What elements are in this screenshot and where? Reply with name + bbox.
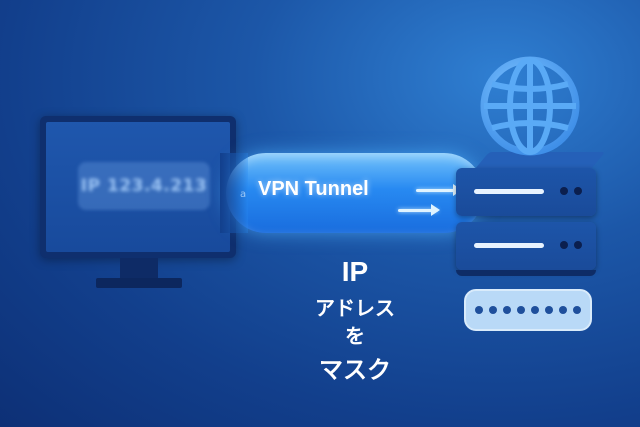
caption-line-4: マスク — [319, 356, 391, 384]
password-dot — [573, 306, 581, 314]
caption-line-3: を — [345, 324, 365, 348]
password-dot — [489, 306, 497, 314]
password-dot — [559, 306, 567, 314]
tunnel-mini-text: a — [240, 189, 247, 200]
vpn-tunnel — [226, 153, 484, 233]
tunnel-entrance — [220, 153, 248, 233]
arrow-right-icon — [398, 204, 440, 216]
password-dot — [517, 306, 525, 314]
server-base — [456, 270, 596, 276]
globe-icon — [480, 56, 580, 156]
arrow-right-icon — [416, 184, 462, 196]
server-led — [560, 241, 568, 249]
caption-line-2: アドレス — [315, 296, 395, 320]
password-dot — [531, 306, 539, 314]
server-icon — [456, 222, 596, 270]
server-icon — [456, 168, 596, 216]
monitor-stand — [120, 258, 158, 280]
password-dot — [503, 306, 511, 314]
monitor-icon: IP 123.4.213 — [40, 116, 236, 258]
monitor-base — [96, 278, 182, 288]
caption-line-1: IP — [341, 256, 369, 287]
ip-address-box — [78, 162, 210, 210]
server-slot — [474, 243, 544, 248]
server-led — [574, 187, 582, 195]
server-led — [574, 241, 582, 249]
password-dot — [545, 306, 553, 314]
ip-address-text: IP 123.4.213 — [80, 176, 208, 196]
password-field — [464, 289, 592, 331]
password-dot — [475, 306, 483, 314]
server-slot — [474, 189, 544, 194]
server-led — [560, 187, 568, 195]
monitor-screen: IP 123.4.213 — [46, 122, 230, 252]
tunnel-label: VPN Tunnel — [258, 178, 369, 200]
